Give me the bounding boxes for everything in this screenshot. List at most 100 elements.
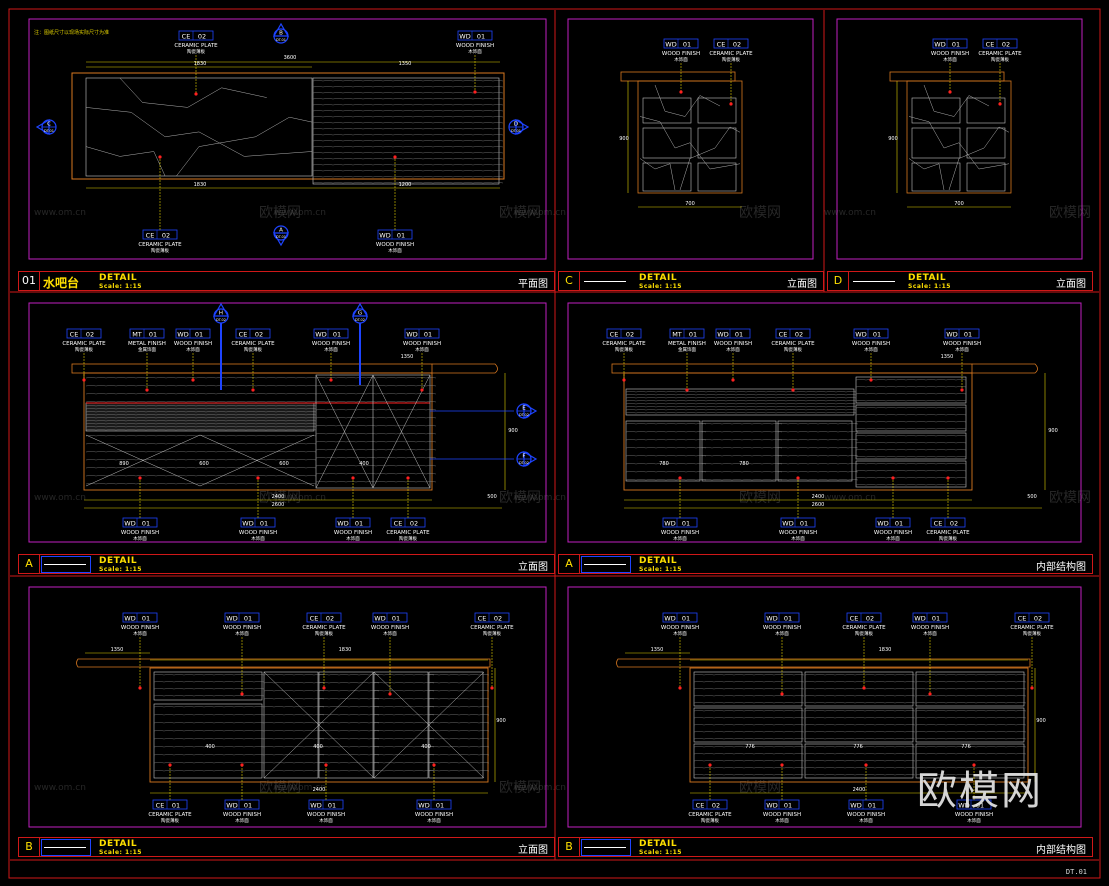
tag-number: 01 (172, 802, 180, 810)
plan-section-b: BDT.01 (272, 22, 290, 44)
view-name: 立面图 (1056, 279, 1086, 290)
grain-line (855, 400, 967, 402)
watermark-text: 欧模网 (259, 780, 301, 796)
leader-dot (158, 155, 162, 159)
tag-code: CE (182, 33, 191, 41)
dimension-text: 1350 (111, 647, 124, 653)
tag-code: WD (914, 615, 925, 623)
sheet-code: DT.01 (1065, 868, 1087, 876)
grain-line (428, 738, 490, 740)
tag-box (66, 328, 102, 339)
scale-label: Scale: 1:15 (639, 283, 682, 290)
tag-material-name: CERAMIC PLATE (926, 530, 970, 536)
inner-b-cell-grain (915, 674, 1027, 704)
grain-line (428, 698, 490, 700)
grain-line (693, 760, 805, 762)
grain-line (428, 754, 490, 756)
marble-vein (923, 84, 990, 117)
grain-line (318, 770, 380, 772)
watermark-text: 欧模网 (1049, 205, 1091, 221)
tag-box (944, 328, 980, 339)
dimension-text: 1350 (399, 61, 412, 67)
tag-box (457, 30, 493, 41)
grain-line (373, 690, 435, 692)
grain-line (804, 746, 916, 748)
grain-line (318, 730, 380, 732)
tag-material-cn: 金属饰面 (138, 346, 156, 353)
tag-box (122, 612, 158, 623)
grain-line (85, 429, 317, 431)
dimension-text: 1350 (651, 647, 664, 653)
grain-line (693, 774, 805, 776)
tag-code: CE (986, 41, 995, 49)
tag-material-cn: 木饰面 (133, 535, 147, 542)
inner-b-cell-grain (915, 746, 1027, 776)
grain-line (804, 695, 916, 697)
title-number: 01 (19, 272, 40, 290)
grain-line (373, 706, 435, 708)
grain-line (428, 690, 490, 692)
tag-number: 01 (952, 41, 960, 49)
inner-a-counter-top (611, 363, 973, 374)
tag-material-name: WOOD FINISH (403, 341, 441, 347)
grain-line (428, 674, 490, 676)
elev-a-door-grain (315, 377, 437, 483)
leader-dot (351, 476, 355, 480)
tag-material-name: CERAMIC PLATE (688, 812, 732, 818)
tag-code: CE (610, 331, 619, 339)
leader-dot (869, 378, 873, 382)
tag-number: 01 (976, 802, 984, 810)
section-sheet-ref: DT.02 (355, 318, 365, 322)
dimension-text: 700 (954, 201, 964, 207)
grain-line (625, 394, 857, 396)
leader-dot (780, 692, 784, 696)
tag-material-cn: 陶瓷薄板 (701, 817, 719, 824)
tag-number: 01 (868, 802, 876, 810)
grain-line (263, 722, 325, 724)
tag-material-name: CERAMIC PLATE (302, 625, 346, 631)
watermark-logo: 欧模网 (917, 768, 1043, 814)
grain-line (693, 746, 805, 748)
leader-dot (862, 686, 866, 690)
grain-line (915, 695, 1027, 697)
grain-line (777, 479, 859, 481)
title-number: A (559, 555, 580, 573)
inner-b-cell (915, 671, 1025, 707)
grain-line (315, 401, 437, 403)
tag-code: CE (70, 331, 79, 339)
plan-section-c: CDT.01 (35, 118, 57, 136)
tag-material-name: WOOD FINISH (763, 625, 801, 631)
grain-line (373, 762, 435, 764)
tag-number: 02 (1002, 41, 1010, 49)
grain-line (855, 379, 967, 381)
tag-code: CE (717, 41, 726, 49)
grain-line (373, 738, 435, 740)
tag-box (474, 612, 510, 623)
grain-line (153, 688, 265, 690)
tag-code: WD (315, 331, 326, 339)
tag-material-name: WOOD FINISH (911, 625, 949, 631)
title-name: 水吧台 (43, 276, 80, 290)
inner-a-cell-grain (701, 423, 783, 481)
leader-dot (406, 476, 410, 480)
grain-line (855, 421, 967, 423)
grain-line (428, 746, 490, 748)
inner-a-shelf (855, 376, 967, 404)
tag-material-cn: 木饰面 (673, 535, 687, 542)
tag-material-name: WOOD FINISH (874, 530, 912, 536)
tag-code: WD (855, 331, 866, 339)
title-number: B (19, 838, 40, 856)
inner-b-body (689, 667, 1029, 783)
grain-line (693, 702, 805, 704)
elev-a-bottom-grain (85, 435, 317, 485)
inner-b-cell-grain (693, 710, 805, 740)
tag-material-name: WOOD FINISH (121, 625, 159, 631)
